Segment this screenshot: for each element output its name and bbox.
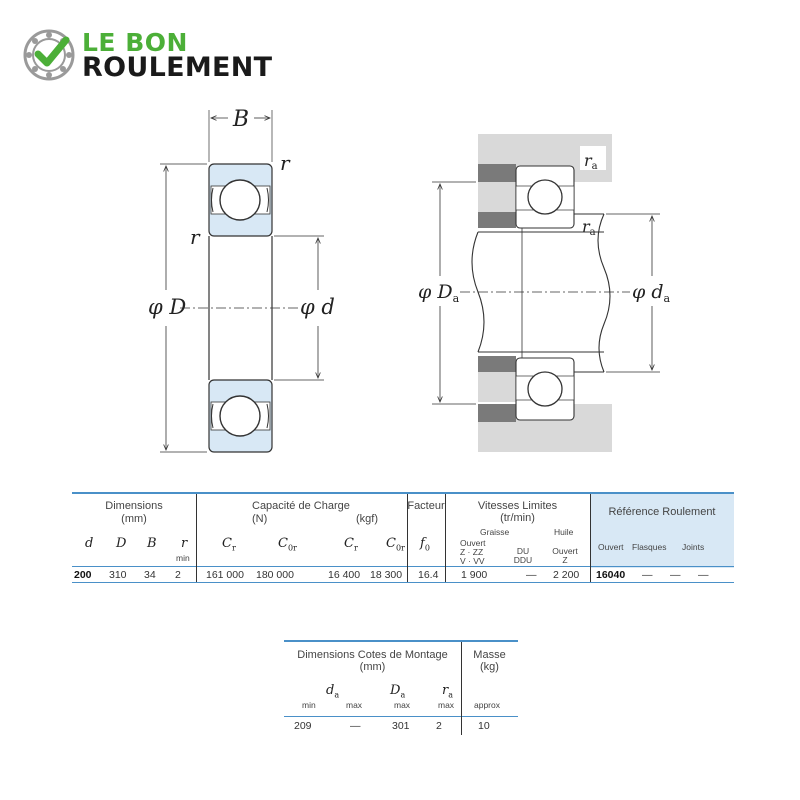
housing-diameter-label: φ Da: [418, 281, 460, 305]
value-grease-open: 1 900: [461, 569, 488, 581]
ref-shield-col: Flasques: [632, 542, 667, 552]
value-r: 2: [175, 569, 181, 581]
sym-r: r: [181, 536, 188, 551]
sym-Cr: Cr: [222, 536, 236, 553]
value-B: 34: [144, 569, 156, 581]
capacity-header: Capacité de Charge: [252, 500, 350, 512]
sym-da: da: [326, 683, 340, 700]
shaft-diameter-label: φ da: [632, 281, 671, 305]
value-d: 200: [74, 569, 92, 581]
sub-min: min: [302, 700, 316, 710]
bearing-check-icon: [23, 29, 75, 81]
reference-header: Référence Roulement: [608, 506, 716, 518]
ref-open-col: Ouvert: [598, 542, 624, 552]
speed-unit: (tr/min): [500, 512, 535, 524]
value-ra-max: 2: [436, 720, 442, 732]
sym-B: B: [147, 536, 157, 551]
oil-label: Huile: [554, 527, 574, 537]
mounting-header: Dimensions Cotes de Montage: [297, 649, 448, 661]
speed-header: Vitesses Limites: [477, 500, 558, 512]
sym-r-min: min: [176, 553, 190, 563]
table-header-border: [72, 566, 734, 567]
radius-label-top: r: [280, 151, 291, 175]
sub-max-da: max: [346, 700, 363, 710]
width-label: B: [232, 107, 249, 132]
dimensions-unit: (mm): [121, 513, 147, 525]
sub-max-Da: max: [394, 700, 411, 710]
factor-header: Facteur: [407, 500, 445, 512]
sym-C0r: C0r: [278, 536, 297, 553]
value-da-max: —: [350, 720, 361, 732]
sym-Cr-kgf: Cr: [344, 536, 358, 553]
brand-line2: ROULEMENT: [82, 52, 273, 83]
table-top-border: [72, 492, 734, 494]
outer-diameter-label: φ D: [148, 295, 186, 319]
sym-D: D: [116, 536, 127, 551]
dimensions-header: Dimensions: [105, 500, 163, 512]
sym-ra: ra: [442, 683, 453, 700]
mass-header: Masse: [473, 649, 506, 661]
table-bottom-border: [72, 582, 734, 583]
value-D: 310: [109, 569, 127, 581]
sym-f0: f0: [420, 536, 430, 553]
radius-label-side: r: [190, 225, 201, 249]
spec-table: Dimensions (mm) d D B r min Capacité de …: [72, 492, 734, 584]
value-mass: 10: [478, 720, 490, 732]
mounting-unit: (mm): [359, 661, 386, 673]
sym-d: d: [85, 536, 94, 551]
bearing-section: [160, 110, 324, 453]
mount-radius-label-top: ra: [584, 151, 598, 172]
capacity-unit-n: (N): [252, 513, 268, 525]
value-c0r-n: 180 000: [256, 569, 294, 581]
sub-max-ra: max: [438, 700, 455, 710]
sym-Da: Da: [390, 683, 406, 700]
ref-seal-col: Joints: [682, 542, 705, 552]
value-cr-kgf: 16 400: [328, 569, 361, 581]
value-ref-seal: —: [670, 569, 681, 581]
mass-unit: (kg): [480, 661, 499, 673]
mounting-section: [432, 134, 660, 452]
bore-diameter-label: φ d: [300, 295, 335, 319]
value-grease-du: —: [526, 569, 537, 581]
value-cr-n: 161 000: [206, 569, 244, 581]
grease-label: Graisse: [480, 527, 510, 537]
value-f0: 16.4: [418, 569, 439, 581]
value-c0r-kgf: 18 300: [370, 569, 403, 581]
value-ref-open: 16040: [596, 569, 626, 581]
brand-line1: LE BON: [82, 28, 188, 57]
reference-header-bg: [590, 492, 734, 568]
mount-radius-label-mid: ra: [582, 217, 596, 238]
value-ref-extra: —: [698, 569, 709, 581]
mounting-table: Dimensions Cotes de Montage (mm) Masse (…: [284, 640, 518, 735]
value-Da-max: 301: [392, 720, 410, 732]
bearing-diagrams: B r r φ D φ d: [148, 107, 671, 453]
capacity-unit-kgf: (kgf): [356, 513, 378, 525]
value-ref-shield: —: [642, 569, 653, 581]
value-da-min: 209: [294, 720, 312, 732]
sym-C0r-kgf: C0r: [386, 536, 405, 553]
sub-approx: approx: [474, 700, 500, 710]
value-oil: 2 200: [553, 569, 580, 581]
brand-logo: LE BON ROULEMENT: [22, 28, 302, 84]
